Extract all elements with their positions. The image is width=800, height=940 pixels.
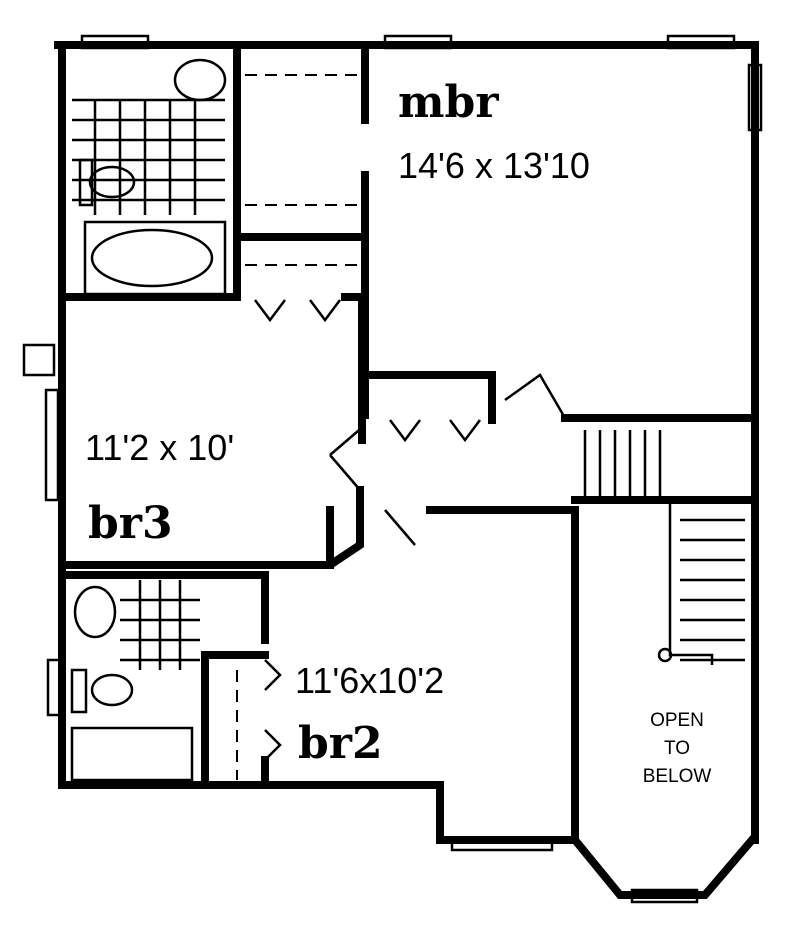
- open-below-line2: TO: [664, 738, 690, 759]
- mbr-size: 14'6 x 13'10: [398, 145, 590, 186]
- br2-label: br2: [298, 718, 383, 769]
- br3-label: br3: [88, 498, 173, 549]
- open-below-line1: OPEN: [650, 710, 704, 731]
- br2-size: 11'6x10'2: [295, 660, 444, 701]
- fixtures: [70, 58, 745, 782]
- open-below-line3: BELOW: [643, 766, 712, 787]
- windows: [22, 34, 763, 904]
- br3-size: 11'2 x 10': [85, 427, 234, 468]
- mbr-label: mbr: [398, 77, 499, 128]
